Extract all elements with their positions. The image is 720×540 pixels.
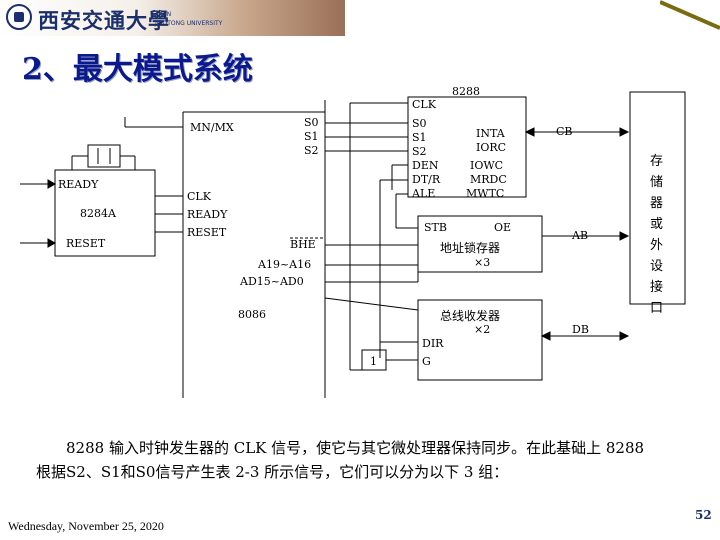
label-dir: DIR xyxy=(422,337,444,350)
label-inta: INTA xyxy=(476,127,506,140)
label-mem-char-0: 存 xyxy=(650,154,663,169)
label-iowc: IOWC xyxy=(470,159,503,172)
label-mem-char-6: 接 xyxy=(650,279,663,295)
label-bhe: BHE xyxy=(290,238,316,251)
label-address-latch: 地址锁存器 xyxy=(440,240,500,255)
label-ready-8086: READY xyxy=(187,208,228,221)
label-den: DEN xyxy=(412,159,439,172)
label-8288: 8288 xyxy=(452,85,480,98)
label-iorc: IORC xyxy=(476,141,506,154)
label-db: DB xyxy=(572,323,589,336)
label-s2-8288: S2 xyxy=(412,145,427,158)
footer-date: Wednesday, November 25, 2020 xyxy=(8,519,164,534)
label-ready-in: READY xyxy=(58,178,99,191)
page-number: 52 xyxy=(695,508,712,522)
label-clk-8086: CLK xyxy=(187,190,212,203)
label-mrdc: MRDC xyxy=(470,173,507,186)
label-stb: STB xyxy=(424,221,447,234)
label-s1: S1 xyxy=(304,130,319,143)
label-ab: AB xyxy=(571,229,588,242)
label-mn-mx: MN/MX xyxy=(190,121,234,134)
label-dtr: DT/R xyxy=(412,173,441,186)
label-mwtc: MWTC xyxy=(466,187,504,200)
label-mem-char-4: 外 xyxy=(650,238,663,253)
label-a19-a16: A19~A16 xyxy=(257,258,311,271)
label-inverter: 1 xyxy=(370,355,377,368)
label-s0-8288: S0 xyxy=(412,117,427,130)
label-8086: 8086 xyxy=(238,308,266,321)
label-s2: S2 xyxy=(304,144,319,157)
label-8284a: 8284A xyxy=(80,207,117,220)
label-reset-8086: RESET xyxy=(187,226,227,239)
label-g: G xyxy=(422,355,431,368)
note-line-1: 8288 输入时钟发生器的 CLK 信号，使它与其它微处理器保持同步。在此基础上… xyxy=(66,437,720,460)
label-latch-count: ×3 xyxy=(474,256,490,269)
label-s0: S0 xyxy=(304,116,319,129)
label-s1-8288: S1 xyxy=(412,131,427,144)
label-mem-char-7: 口 xyxy=(650,301,663,316)
label-reset-in: RESET xyxy=(66,237,106,250)
label-mem-char-3: 或 xyxy=(650,217,663,232)
label-ale: ALE xyxy=(411,187,435,200)
label-mem-char-1: 储 xyxy=(650,175,663,190)
label-cb: CB xyxy=(556,125,573,138)
label-clk-8288: CLK xyxy=(412,98,437,111)
label-oe: OE xyxy=(494,221,511,234)
crystal-oscillator xyxy=(88,145,120,167)
label-bus-transceiver: 总线收发器 xyxy=(440,308,500,323)
note-line-2: 根据S2、S1和S0信号产生表 2-3 所示信号，它们可以分为以下 3 组： xyxy=(36,461,696,484)
label-mem-char-5: 设 xyxy=(650,259,663,274)
label-ad15-ad0: AD15~AD0 xyxy=(239,275,304,288)
label-transceiver-count: ×2 xyxy=(474,323,490,336)
label-mem-char-2: 器 xyxy=(650,196,663,211)
